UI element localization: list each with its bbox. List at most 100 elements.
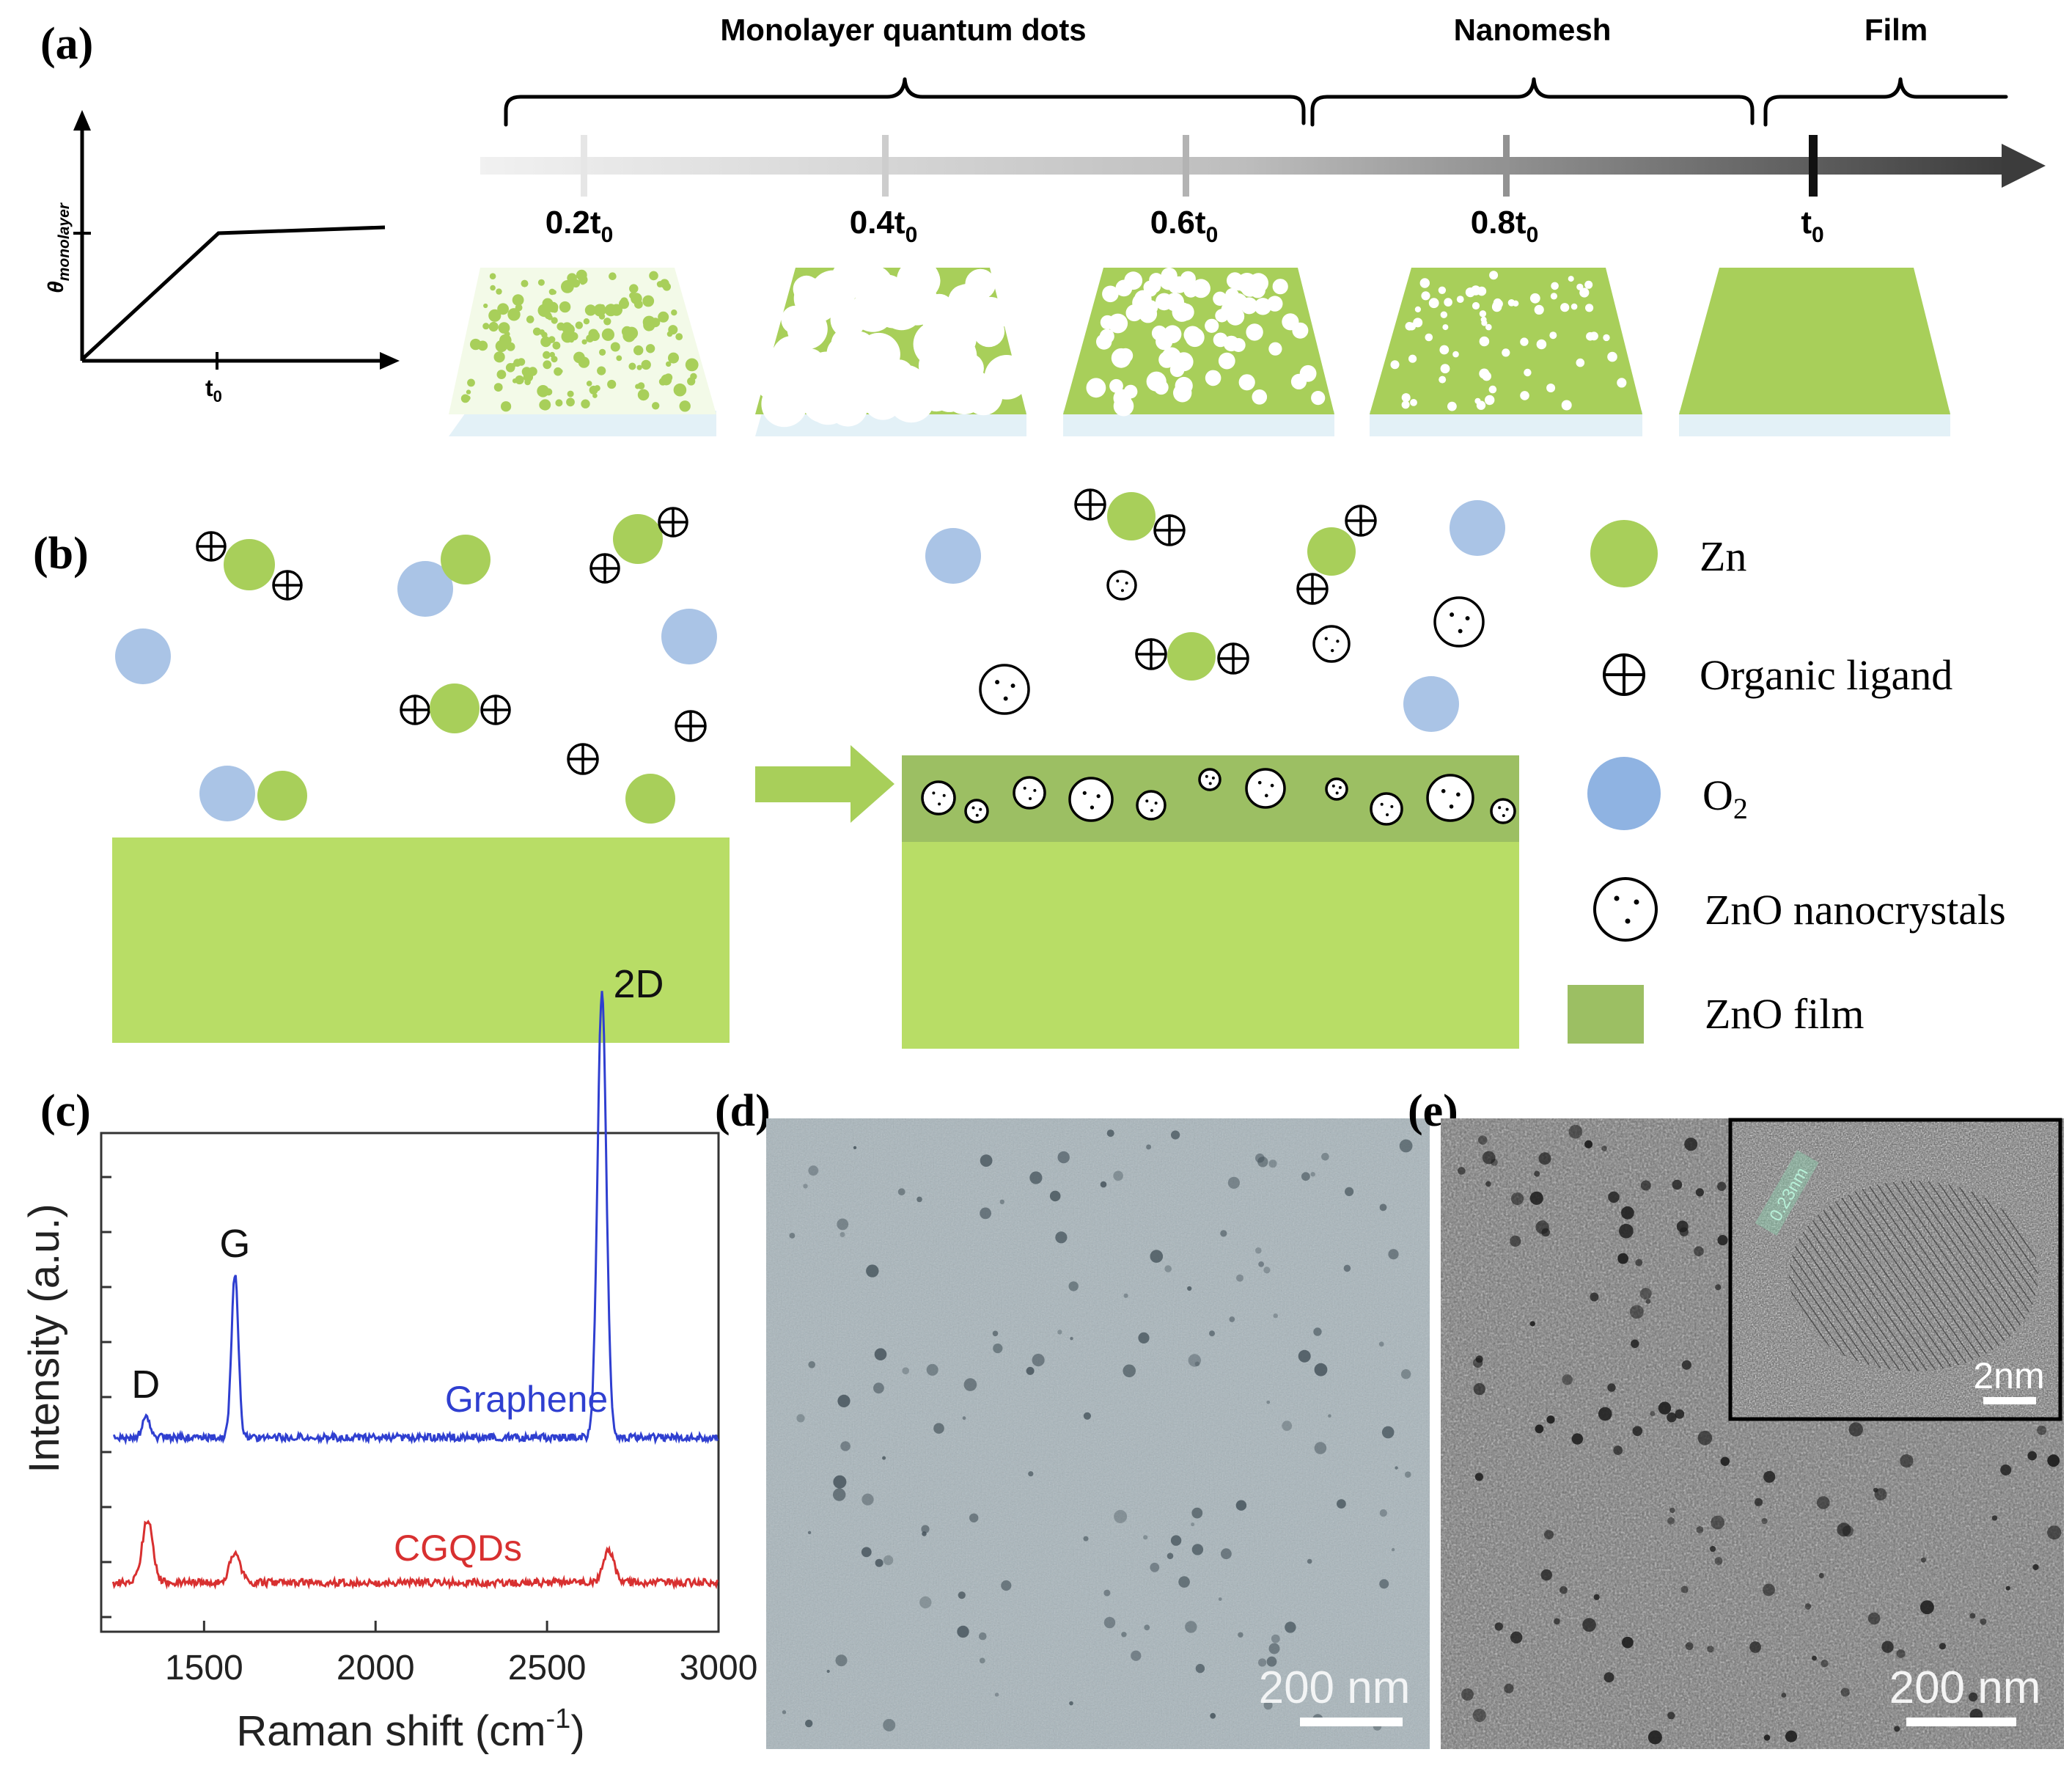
quantum-dot bbox=[507, 308, 521, 321]
quantum-dot bbox=[645, 344, 655, 353]
zn-atom bbox=[1307, 527, 1356, 576]
coverage-x-label: t0 bbox=[205, 375, 222, 406]
brace-nanomesh bbox=[1310, 77, 1755, 127]
organic-ligand-icon bbox=[272, 570, 303, 601]
quantum-dot bbox=[483, 303, 488, 309]
nanoparticle bbox=[1167, 1553, 1174, 1559]
nanoparticle bbox=[1473, 1383, 1485, 1396]
coverage-graph: θmonolayer t0 bbox=[44, 110, 400, 406]
quantum-dot bbox=[537, 304, 551, 318]
nanoparticle bbox=[1504, 1683, 1514, 1693]
zn-atom bbox=[1107, 492, 1156, 540]
quantum-dot bbox=[569, 337, 574, 343]
nanoparticle bbox=[1667, 1517, 1675, 1525]
quantum-dot bbox=[488, 309, 502, 322]
nanoparticle bbox=[1607, 1383, 1616, 1392]
nanoparticle bbox=[1458, 1167, 1466, 1175]
nanoparticle bbox=[1029, 1171, 1043, 1184]
hole bbox=[1570, 303, 1578, 310]
hole bbox=[1272, 279, 1288, 295]
quantum-dot bbox=[668, 352, 679, 364]
nanoparticle bbox=[1049, 1190, 1061, 1202]
tile-4-surface bbox=[1679, 268, 1950, 414]
hole bbox=[1551, 282, 1559, 290]
nanoparticle bbox=[833, 1475, 847, 1489]
quantum-dot bbox=[668, 325, 678, 335]
hole bbox=[1550, 293, 1557, 300]
quantum-dot bbox=[633, 345, 644, 356]
quantum-dot bbox=[575, 321, 583, 329]
hole bbox=[1146, 371, 1167, 392]
tick-label-0: 0.2t0 bbox=[545, 205, 614, 247]
nanoparticle bbox=[999, 1199, 1005, 1205]
hole bbox=[1410, 399, 1417, 406]
panel-e: (e) 0.23nm 2nm 200 nm bbox=[1408, 1086, 2064, 1749]
nanoparticle bbox=[1307, 1558, 1312, 1564]
quantum-dot bbox=[543, 351, 551, 359]
quantum-dot bbox=[512, 378, 518, 384]
nanoparticle bbox=[1194, 1361, 1200, 1367]
organic-ligand-icon bbox=[658, 507, 688, 538]
quantum-dot bbox=[513, 359, 521, 367]
hole bbox=[1213, 332, 1228, 348]
nanoparticle bbox=[1227, 1176, 1240, 1189]
quantum-dot bbox=[637, 389, 650, 401]
nanoparticle bbox=[1571, 1433, 1584, 1445]
nanoparticle bbox=[1559, 1586, 1568, 1594]
hole bbox=[1238, 374, 1255, 391]
nanoparticle bbox=[1472, 1708, 1486, 1723]
nanoparticle bbox=[1121, 1632, 1127, 1638]
quantum-dot bbox=[593, 304, 606, 317]
hole bbox=[1163, 325, 1182, 344]
scale-label-inset: 2nm bbox=[1973, 1355, 2044, 1396]
quantum-dot bbox=[637, 382, 645, 389]
quantum-dot bbox=[499, 334, 512, 347]
quantum-dot bbox=[599, 348, 606, 356]
nanoparticle bbox=[1603, 1672, 1614, 1683]
raman-plot-frame bbox=[100, 1132, 720, 1633]
nanoparticle bbox=[1057, 1330, 1062, 1335]
hole bbox=[1405, 322, 1414, 331]
growth-tile-3 bbox=[1370, 268, 1642, 436]
legend-label-zno-nanocrystals: ZnO nanocrystals bbox=[1705, 886, 2006, 934]
nanoparticle bbox=[1680, 1586, 1689, 1594]
nanoparticle bbox=[1188, 1354, 1202, 1367]
hole bbox=[1479, 368, 1490, 379]
zno-nanocrystal bbox=[1490, 798, 1516, 824]
nanoparticle bbox=[1032, 1354, 1045, 1367]
reaction-arrow-icon bbox=[755, 745, 894, 823]
quantum-dot bbox=[603, 318, 611, 326]
nanoparticle bbox=[1314, 1363, 1328, 1377]
nanoparticle bbox=[1399, 1139, 1413, 1153]
nanoparticle bbox=[1083, 1412, 1091, 1420]
zno-nanocrystal bbox=[1245, 768, 1286, 809]
hole bbox=[1414, 306, 1421, 312]
nanoparticle bbox=[808, 1361, 815, 1368]
nanoparticle bbox=[1255, 1247, 1262, 1254]
quantum-dot bbox=[610, 304, 623, 316]
hole bbox=[1227, 272, 1243, 289]
nanoparticle bbox=[1842, 1525, 1854, 1537]
hole bbox=[831, 259, 870, 298]
nanoparticle bbox=[1840, 1687, 1850, 1697]
nanoparticle bbox=[1785, 1730, 1798, 1742]
quantum-dot bbox=[607, 379, 617, 389]
hole bbox=[1529, 293, 1540, 304]
hole bbox=[1268, 342, 1282, 356]
hole bbox=[754, 359, 796, 401]
nanoparticle bbox=[1191, 1507, 1203, 1519]
hole bbox=[1439, 375, 1447, 384]
hole bbox=[1222, 298, 1237, 312]
nanoparticle bbox=[1379, 1579, 1389, 1589]
nanoparticle bbox=[866, 1264, 879, 1278]
quantum-dot bbox=[551, 290, 556, 295]
nanoparticle bbox=[1321, 1153, 1329, 1161]
hole bbox=[1447, 401, 1457, 411]
zno-nanocrystal bbox=[921, 780, 956, 815]
nanoparticle bbox=[980, 1207, 991, 1220]
quantum-dot bbox=[583, 318, 590, 325]
hole bbox=[1472, 301, 1480, 310]
quantum-dot bbox=[641, 359, 651, 370]
nanoparticle bbox=[1894, 1726, 1900, 1732]
